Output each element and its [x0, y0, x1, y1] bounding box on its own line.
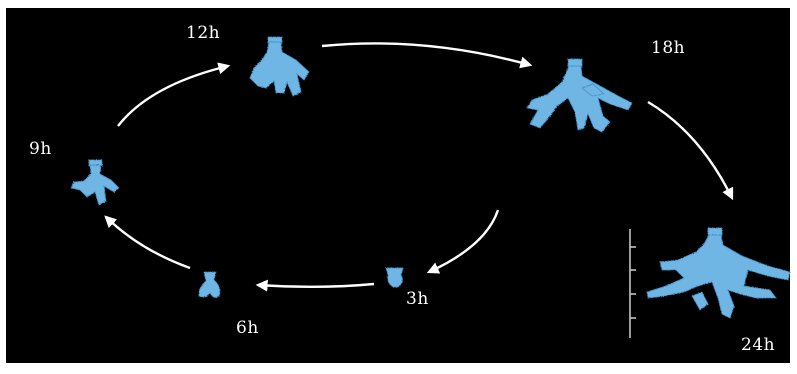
sample-9h [70, 159, 120, 206]
cycle-arrows [104, 42, 734, 292]
stage-label-24h: 24h [741, 335, 776, 355]
stage-label-3h: 3h [406, 289, 429, 309]
arrow-12h-to-18h [321, 42, 533, 69]
sample-24h [646, 227, 791, 319]
stage-label-18h: 18h [651, 38, 686, 58]
sample-3h [385, 267, 404, 288]
stage-label-6h: 6h [236, 318, 259, 338]
arrow-loop-to-3h [426, 209, 500, 274]
stage-label-9h: 9h [29, 139, 52, 159]
sample-18h [526, 58, 633, 133]
arrow-3h-to-6h [255, 279, 375, 292]
arrow-9h-to-12h [117, 62, 231, 127]
sample-6h [198, 271, 221, 298]
scale-bar [629, 229, 636, 338]
black-panel [6, 8, 790, 363]
arrow-6h-to-9h [104, 215, 191, 270]
stage-label-12h: 12h [186, 23, 221, 43]
arrow-18h-to-24h [647, 100, 734, 201]
sample-12h [249, 36, 310, 97]
